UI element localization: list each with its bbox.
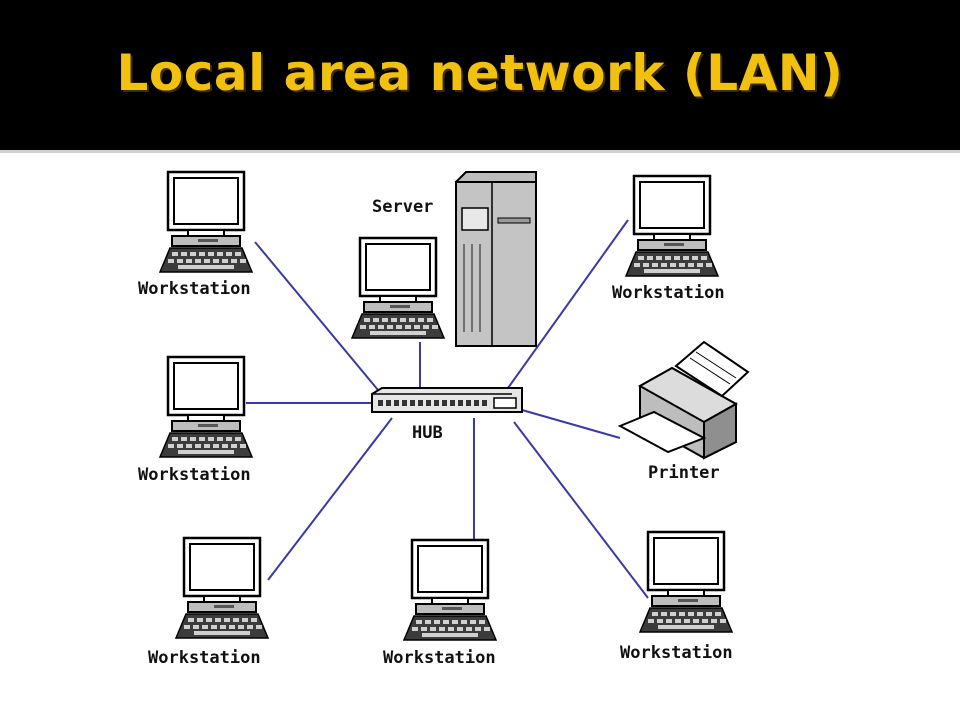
hub-icon <box>371 387 523 413</box>
workstation-icon <box>350 236 446 340</box>
hub-label: HUB <box>412 423 443 443</box>
link-ws-bottom-right <box>513 421 649 599</box>
workstation-icon <box>174 536 270 640</box>
link-ws-top-right <box>507 219 629 389</box>
connection-lines <box>246 219 649 599</box>
workstation-label: Workstation <box>620 643 733 663</box>
title-bar <box>0 0 960 150</box>
title-divider <box>0 150 960 153</box>
workstation-icon <box>638 530 734 634</box>
workstation-icon <box>402 538 498 642</box>
printer-icon <box>617 340 750 460</box>
slide-title: Local area network (LAN) <box>116 44 844 102</box>
workstation-label: Workstation <box>612 283 725 303</box>
server-icon <box>455 171 537 347</box>
workstation-label: Workstation <box>138 279 251 299</box>
workstation-label: Workstation <box>148 648 261 668</box>
workstation-label: Workstation <box>383 648 496 668</box>
server-label: Server <box>372 197 433 217</box>
workstation-icon <box>158 355 254 459</box>
workstation-icon <box>624 174 720 278</box>
link-ws-bottom-left <box>267 417 393 581</box>
workstation-icon <box>158 170 254 274</box>
link-printer <box>521 409 621 439</box>
workstation-label: Workstation <box>138 465 251 485</box>
printer-label: Printer <box>648 463 720 483</box>
link-ws-top-left <box>254 241 379 391</box>
